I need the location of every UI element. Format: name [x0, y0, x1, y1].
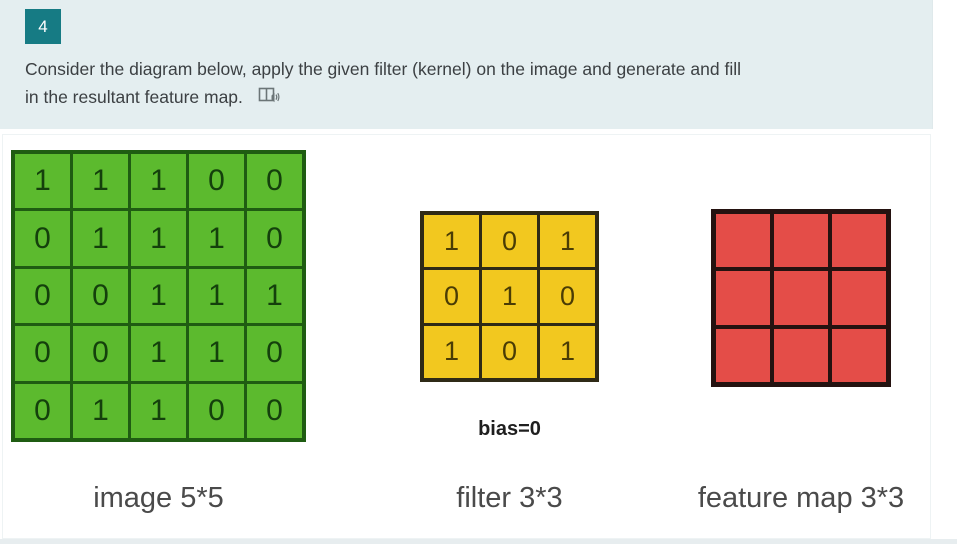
image-cell-2-1: 0	[73, 268, 128, 324]
feature-map-grid[interactable]	[711, 209, 891, 387]
image-cell-4-1: 1	[73, 383, 128, 438]
filter-cell-2-2: 1	[540, 325, 595, 378]
image-cell-3-2: 1	[131, 326, 186, 381]
image-cell-0-3: 0	[189, 154, 244, 209]
image-cell-4-4: 0	[247, 383, 302, 438]
image-cell-4-0: 0	[15, 383, 70, 438]
image-cell-3-3: 1	[189, 326, 244, 381]
image-cell-1-0: 0	[15, 211, 70, 266]
card-bottom-edge	[0, 539, 957, 544]
question-number-badge: 4	[25, 9, 61, 44]
image-cell-2-2: 1	[131, 268, 186, 324]
feature-map-cell-2-0[interactable]	[716, 328, 770, 382]
image-cell-1-3: 1	[189, 211, 244, 266]
feature-map-cell-1-2[interactable]	[832, 271, 886, 325]
filter-cell-1-0: 0	[424, 270, 479, 323]
feature-map-cell-1-0[interactable]	[716, 271, 770, 325]
image-caption: image 5*5	[93, 482, 224, 514]
feature-map-cell-2-1[interactable]	[774, 328, 828, 382]
feature-map-cell-0-1[interactable]	[774, 214, 828, 268]
image-cell-0-1: 1	[73, 154, 128, 209]
image-cell-4-3: 0	[189, 383, 244, 438]
image-cell-0-0: 1	[15, 154, 70, 209]
image-cell-0-4: 0	[247, 154, 302, 209]
feature-map-cell-1-1[interactable]	[774, 271, 828, 325]
filter-cell-0-0: 1	[424, 215, 479, 268]
image-cell-1-2: 1	[131, 211, 186, 266]
image-cell-2-4: 1	[247, 268, 302, 324]
filter-cell-1-2: 0	[540, 270, 595, 323]
question-header-panel: 4 Consider the diagram below, apply the …	[0, 0, 933, 129]
image-cell-1-4: 0	[247, 211, 302, 266]
filter-cell-0-1: 0	[482, 215, 537, 268]
image-cell-0-2: 1	[131, 154, 186, 209]
filter-cell-1-1: 1	[482, 270, 537, 323]
image-cell-3-0: 0	[15, 326, 70, 381]
bias-label: bias=0	[478, 418, 541, 440]
filter-cell-0-2: 1	[540, 215, 595, 268]
image-cell-2-0: 0	[15, 268, 70, 324]
question-text: Consider the diagram below, apply the gi…	[25, 55, 915, 114]
question-text-line-2: in the resultant feature map.	[25, 87, 243, 107]
feature-map-cell-2-2[interactable]	[832, 328, 886, 382]
image-cell-3-1: 0	[73, 326, 128, 381]
filter-cell-2-0: 1	[424, 325, 479, 378]
feature-map-cell-0-2[interactable]	[832, 214, 886, 268]
filter-cell-2-1: 0	[482, 325, 537, 378]
read-aloud-icon[interactable]	[258, 86, 280, 114]
image-cell-4-2: 1	[131, 383, 186, 438]
question-text-line-2-wrap: in the resultant feature map.	[25, 83, 915, 114]
feature-map-caption: feature map 3*3	[697, 482, 905, 514]
image-cell-2-3: 1	[189, 268, 244, 324]
question-text-line-1: Consider the diagram below, apply the gi…	[25, 59, 741, 79]
image-cell-3-4: 0	[247, 326, 302, 381]
filter-caption: filter 3*3	[456, 482, 563, 514]
image-cell-1-1: 1	[73, 211, 128, 266]
feature-map-cell-0-0[interactable]	[716, 214, 770, 268]
